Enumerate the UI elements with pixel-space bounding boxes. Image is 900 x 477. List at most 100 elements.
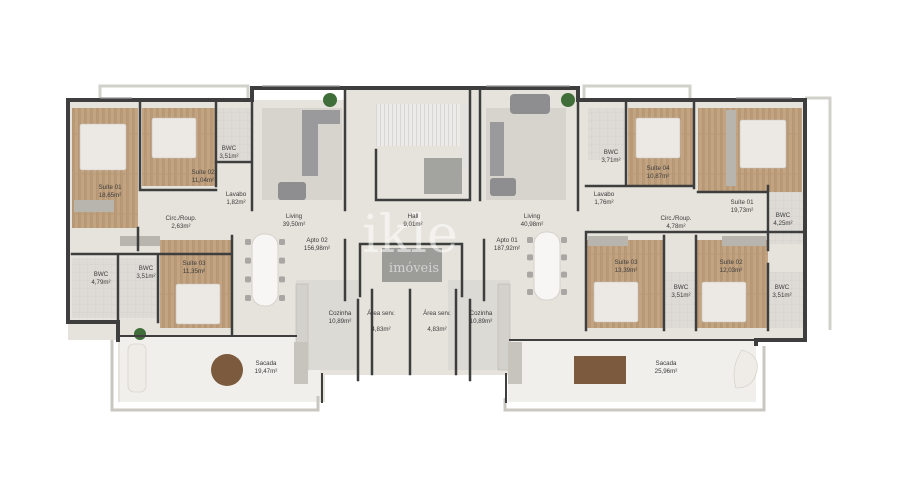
- svg-text:10,89m²: 10,89m²: [470, 318, 493, 325]
- wall-balcony-left: [117, 335, 323, 403]
- svg-text:Living: Living: [286, 213, 303, 220]
- svg-text:10,87m²: 10,87m²: [647, 173, 670, 180]
- bed-suite01-right: [739, 119, 787, 169]
- balcony-left-rail: [110, 340, 320, 412]
- svg-text:Living: Living: [524, 213, 541, 220]
- wardrobe-right-1: [726, 110, 736, 186]
- svg-text:Área serv.: Área serv.: [367, 310, 395, 317]
- stair-landing: [460, 104, 470, 170]
- ottoman-living-right: [490, 178, 516, 196]
- wall-balcony-right: [505, 339, 757, 403]
- dining-chair: [527, 237, 533, 243]
- svg-text:4,78m²: 4,78m²: [666, 223, 685, 230]
- wall-right-1: [576, 98, 806, 332]
- svg-text:3,71m²: 3,71m²: [601, 157, 620, 164]
- armchair-living-left: [278, 182, 306, 200]
- svg-text:BWC: BWC: [776, 212, 791, 219]
- bed-suite03-left: [175, 283, 221, 325]
- bwc-479-floor: [72, 258, 118, 318]
- svg-text:19,73m²: 19,73m²: [731, 207, 754, 214]
- watermark: ikle imóveis: [362, 205, 458, 276]
- dining-chair: [561, 254, 567, 261]
- watermark-sub: imóveis: [389, 261, 439, 276]
- svg-text:Cozinha: Cozinha: [470, 310, 493, 317]
- bed-suite04-right: [635, 117, 681, 159]
- svg-text:Hall: Hall: [408, 213, 419, 220]
- label-area-serv-left: Área serv. 4,83m²: [367, 310, 395, 333]
- bed-suite02-left: [151, 117, 197, 159]
- dining-chair: [245, 276, 251, 283]
- dining-chairs: [245, 237, 567, 301]
- elevator-center: [382, 248, 442, 282]
- elevator-top: [424, 158, 462, 194]
- dining-table-left: [251, 233, 279, 307]
- island-kitchen-left: [294, 342, 308, 384]
- svg-text:11,35m²: 11,35m²: [183, 268, 205, 275]
- label-area-serv-right: Área serv.4,83m²: [423, 310, 451, 333]
- svg-text:Suíte 01: Suíte 01: [98, 184, 122, 191]
- walls: [66, 86, 807, 403]
- svg-text:156,98m²: 156,98m²: [304, 245, 330, 252]
- svg-text:2,63m²: 2,63m²: [171, 223, 190, 230]
- dining-chair: [561, 289, 567, 295]
- svg-text:4,83m²: 4,83m²: [371, 326, 390, 333]
- balcony-right-rail: [503, 346, 766, 412]
- windows: [100, 85, 792, 99]
- label-circ-left: Circ./Roup.2,63m²: [166, 215, 197, 230]
- bwc-425-floor: [770, 192, 804, 244]
- svg-text:19,47m²: 19,47m²: [255, 368, 278, 375]
- stairs: [376, 104, 460, 146]
- svg-text:13,39m²: 13,39m²: [615, 267, 638, 274]
- svg-text:3,51m²: 3,51m²: [772, 292, 791, 299]
- dining-chair: [527, 254, 533, 261]
- dining-chair: [245, 257, 251, 264]
- bwc-top-left-floor: [218, 108, 252, 160]
- sofa-living-right: [490, 122, 504, 176]
- svg-text:1,82m²: 1,82m²: [226, 199, 245, 206]
- svg-text:12,03m²: 12,03m²: [720, 267, 743, 274]
- wall-left-2: [214, 86, 360, 382]
- dining-chair: [245, 239, 251, 245]
- svg-text:Circ./Roup.: Circ./Roup.: [661, 215, 692, 222]
- dining-chair: [279, 257, 285, 264]
- armchair-living-right: [510, 94, 550, 114]
- svg-text:Sacada: Sacada: [656, 360, 678, 367]
- right-terrace: [805, 96, 832, 330]
- svg-text:Suíte 03: Suíte 03: [182, 260, 206, 267]
- table-sacada-left: [211, 354, 243, 386]
- svg-text:Lavabo: Lavabo: [226, 191, 247, 198]
- svg-text:25,96m²: 25,96m²: [655, 368, 678, 375]
- svg-text:Circ./Roup.: Circ./Roup.: [166, 215, 197, 222]
- dining-chair: [279, 295, 285, 301]
- lounge-sacada-right: [733, 349, 758, 389]
- bed-suite03-right: [593, 281, 639, 323]
- svg-text:4,25m²: 4,25m²: [773, 220, 792, 227]
- svg-text:40,98m²: 40,98m²: [521, 221, 544, 228]
- svg-text:1,76m²: 1,76m²: [594, 199, 613, 206]
- dining-chair: [527, 289, 533, 295]
- plant-sacada-left: [134, 328, 146, 340]
- svg-text:BWC: BWC: [222, 145, 237, 152]
- wall-core: [343, 86, 472, 376]
- svg-text:Suíte 03: Suíte 03: [614, 259, 638, 266]
- svg-text:Suíte 04: Suíte 04: [646, 165, 670, 172]
